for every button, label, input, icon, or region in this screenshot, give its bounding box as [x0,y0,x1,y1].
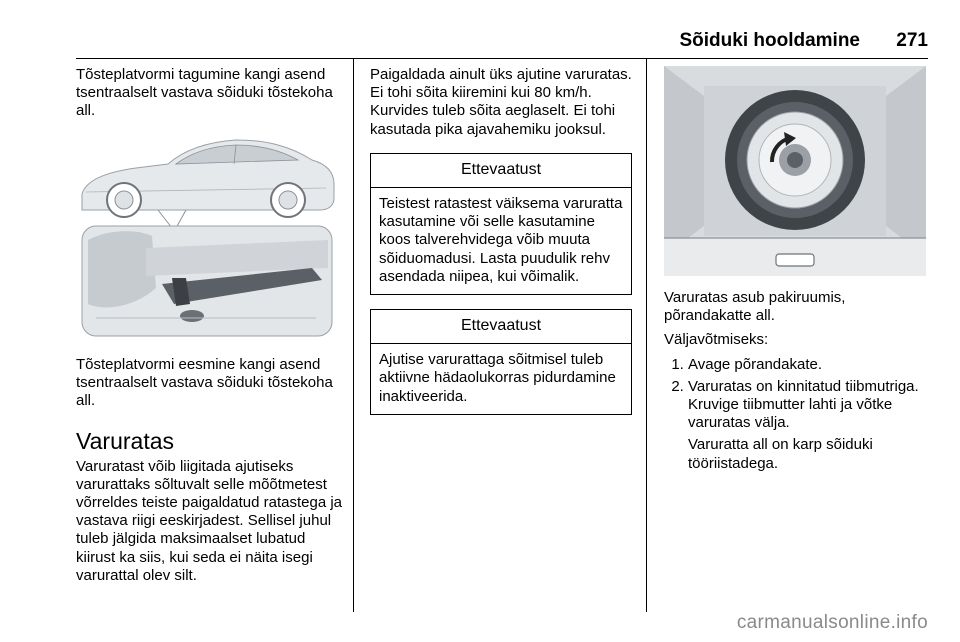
tool-box-note: Varuratta all on karp sõiduki tööriistad… [688,436,873,472]
rear-lift-paragraph: Tõsteplatvormi tagumine kangi asend tsen… [76,66,333,120]
spare-wheel-paragraph: Varuratast võib liigitada ajutiseks varu… [76,457,343,584]
caution-text: Ajutise varurattaga sõitmisel tuleb akti… [379,351,616,405]
temporary-spare-paragraph: Paigaldada ainult üks ajutine varuratas.… [370,66,632,138]
caution-title: Ettevaatust [371,310,631,345]
column-divider [646,58,647,612]
column-1: Tõsteplatvormi tagumine kangi asend tsen… [76,66,344,121]
caution-title: Ettevaatust [371,154,631,189]
column-1-lower: Tõsteplatvormi eesmine kangi asend tsent… [76,356,344,585]
list-item: Avage põrandakate. [688,356,928,374]
spare-wheel-illustration [664,66,926,276]
list-item: Varuratas on kinnitatud tiibmutriga. Kru… [688,378,928,433]
watermark: carmanualsonline.info [736,612,928,633]
removal-steps: Avage põrandakate. Varuratas on kinnitat… [664,356,928,433]
caution-text: Teistest ratastest väiksema varuratta ka… [379,195,623,285]
removal-intro: Väljavõtmiseks: [664,331,769,349]
caution-box: Ettevaatust Teistest ratastest väiksema … [370,152,632,296]
column-divider [353,58,354,612]
page-number: 271 [896,30,928,51]
caution-box: Ettevaatust Ajutise varurattaga sõitmise… [370,309,632,415]
location-paragraph: Varuratas asub pakiruumis, põrandakatte … [664,289,846,325]
column-3: Varuratas asub pakiruumis, põrandakatte … [664,289,928,473]
page-title: Sõiduki hooldamine [679,30,860,51]
section-title: Varuratas [76,427,175,454]
car-lift-illustration [76,128,338,340]
front-lift-paragraph: Tõsteplatvormi eesmine kangi asend tsent… [76,356,333,410]
page-header: Sõiduki hooldamine 271 [76,28,928,59]
column-2: Paigaldada ainult üks ajutine varuratas.… [370,66,632,415]
